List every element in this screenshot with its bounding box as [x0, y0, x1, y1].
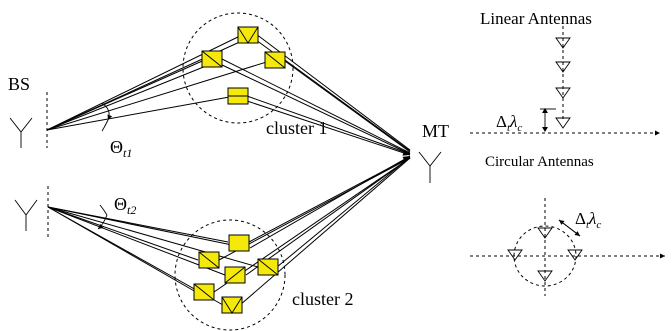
- antenna-icon: [555, 37, 571, 49]
- antenna-icon: [567, 249, 583, 261]
- cluster-1-scatterers: [201, 26, 286, 105]
- cluster-2-label: cluster 2: [292, 289, 353, 309]
- angle-theta-t1-arc: [101, 102, 113, 132]
- theta-t2-label: Θt2: [114, 194, 136, 217]
- circular-antenna-array: [470, 198, 665, 296]
- antenna-icon: [555, 117, 571, 129]
- cluster-1-label: cluster 1: [266, 118, 327, 138]
- scatterer-box-icon: [221, 296, 243, 314]
- bs-label: BS: [8, 74, 30, 94]
- rays-bs1-to-cluster1: [46, 33, 274, 131]
- circular-spacing-label: Δtλc: [575, 209, 601, 231]
- linear-antenna-array: [470, 26, 660, 136]
- cluster-2-boundary: [174, 219, 286, 331]
- linear-spacing-label: Δtλc: [496, 112, 522, 134]
- bs-antenna-1-icon: [9, 92, 48, 148]
- bs-antenna-2-icon: [14, 186, 49, 238]
- cluster-2-scatterers: [193, 234, 279, 314]
- theta-t1-label: Θt1: [110, 137, 132, 160]
- angle-theta-t2-arc: [97, 204, 108, 230]
- mt-label: MT: [422, 121, 449, 141]
- antenna-icon: [537, 270, 553, 282]
- linear-antennas-title: Linear Antennas: [480, 9, 592, 28]
- rays-cluster2-to-mt: [213, 155, 411, 306]
- circular-antennas-title: Circular Antennas: [485, 154, 594, 170]
- scatterer-box-icon: [237, 26, 259, 44]
- antenna-icon: [537, 227, 553, 239]
- mt-antenna-icon: [418, 151, 442, 183]
- rays-bs2-to-cluster2: [47, 206, 259, 306]
- antenna-icon: [507, 249, 523, 261]
- scatterer-box-icon: [228, 234, 250, 252]
- rays-cluster1-to-mt: [219, 33, 411, 156]
- cluster-1-boundary: [182, 12, 294, 124]
- antenna-icon: [555, 61, 571, 73]
- antenna-icon: [555, 87, 571, 99]
